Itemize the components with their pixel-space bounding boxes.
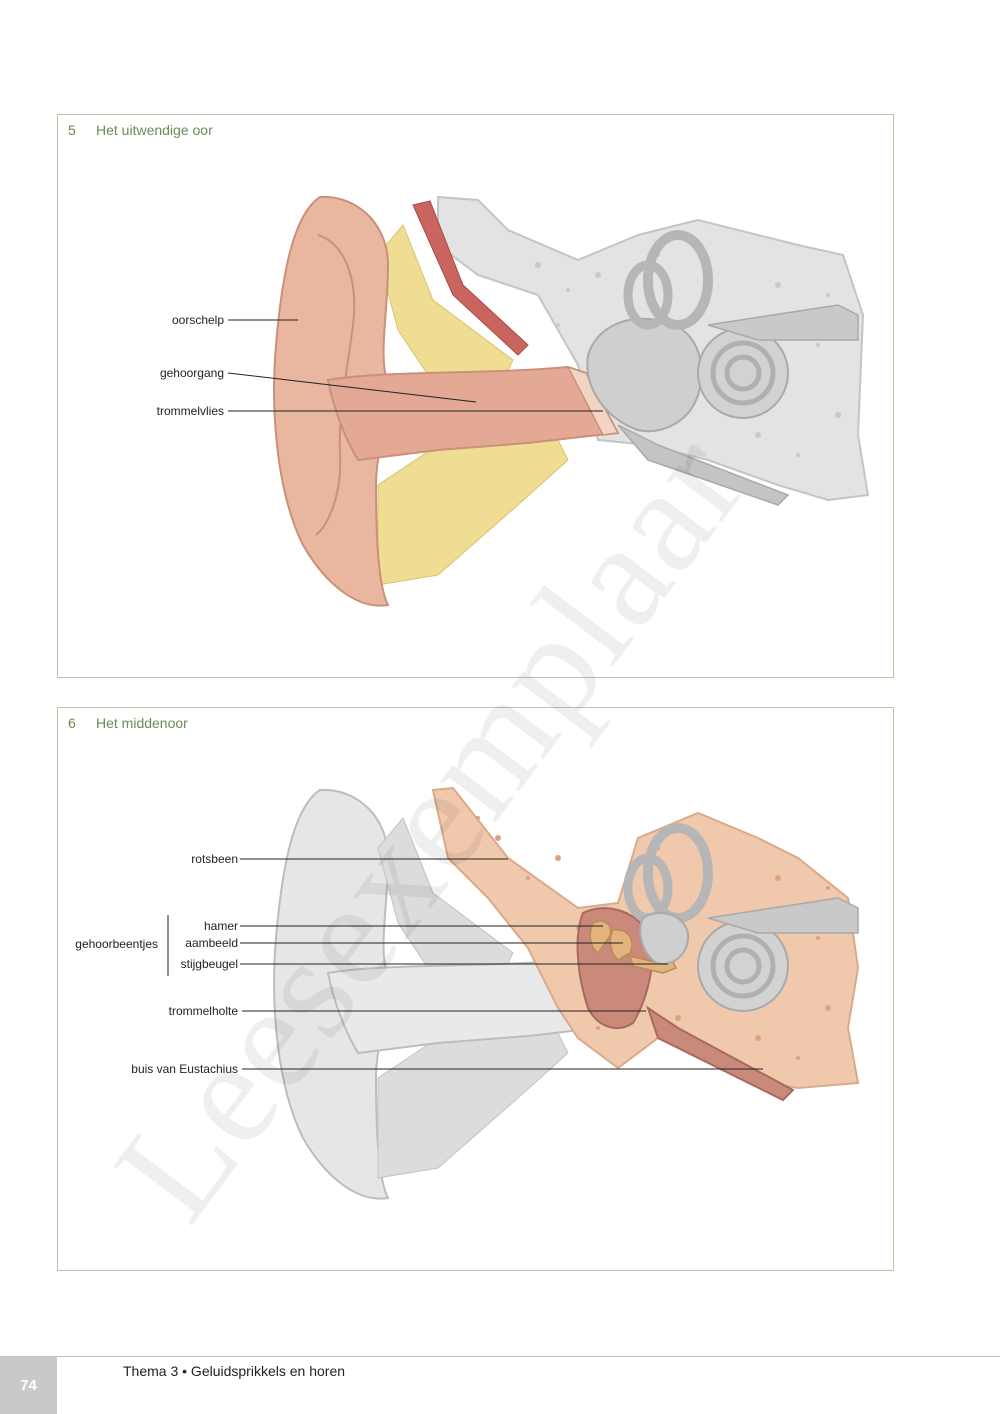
figure-middle-ear: 6 Het middenoor [57, 707, 894, 1271]
eustachian-tube [646, 1005, 795, 1102]
fat-lower-grey [377, 1027, 569, 1179]
figure-title-text: Het uitwendige oor [96, 122, 213, 138]
middle-ear-illustration: rotsbeen gehoorbeentjes hamer aambeeld s… [75, 786, 860, 1200]
label-hamer: hamer [204, 919, 238, 933]
label-stijgbeugel: stijgbeugel [181, 957, 238, 971]
outer-ear-illustration: oorschelp gehoorgang trommelvlies [157, 195, 870, 607]
label-oorschelp: oorschelp [172, 313, 224, 327]
inner-ear-grey [586, 230, 859, 506]
eardrum [566, 365, 620, 436]
muscle [412, 200, 529, 356]
figure-title: 6 Het middenoor [68, 715, 188, 731]
figure-title: 5 Het uitwendige oor [68, 122, 213, 138]
footer-divider [57, 1356, 1000, 1357]
figure-outer-ear: 5 Het uitwendige oor [57, 114, 894, 678]
label-gehoorbeentjes: gehoorbeentjes [75, 937, 158, 951]
page-number: 74 [0, 1356, 57, 1414]
figure-number: 6 [68, 715, 76, 731]
footer-text: Thema 3 • Geluidsprikkels en horen [123, 1363, 346, 1379]
label-aambeeld: aambeeld [185, 936, 238, 950]
fat-lower [377, 434, 569, 586]
label-gehoorgang: gehoorgang [160, 366, 224, 380]
label-trommelholte: trommelholte [169, 1004, 239, 1018]
figure-number: 5 [68, 122, 76, 138]
inner-ear-grey [623, 823, 859, 1012]
auricle [273, 195, 390, 607]
label-rotsbeen: rotsbeen [191, 852, 238, 866]
label-trommelvlies: trommelvlies [157, 404, 224, 418]
figure-title-text: Het middenoor [96, 715, 188, 731]
label-buis-van-eustachius: buis van Eustachius [131, 1062, 238, 1076]
leader-line [227, 372, 477, 403]
